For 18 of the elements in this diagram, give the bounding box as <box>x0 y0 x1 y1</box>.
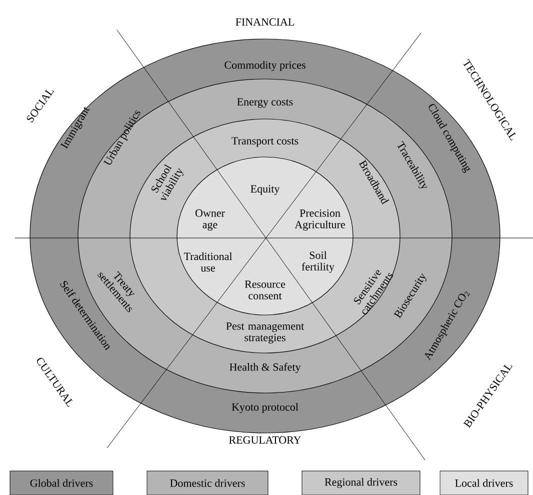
ring-label: Equity <box>250 185 280 195</box>
ring-label: Kyoto protocol <box>232 403 298 413</box>
ring-label: Soil fertility <box>302 251 334 273</box>
ring-label: Transport costs <box>232 137 298 147</box>
sector-label: REGULATORY <box>229 436 301 444</box>
ring-label: Commodity prices <box>224 61 306 71</box>
legend-item: Regional drivers <box>302 470 420 495</box>
legend-item: Global drivers <box>10 470 114 495</box>
ring-label: Traditional use <box>184 252 232 272</box>
ring-label: Energy costs <box>237 98 293 108</box>
sector-label: FINANCIAL <box>236 18 294 26</box>
ring-label: Precision Agriculture <box>294 209 345 231</box>
ring-label: Pest management strategies <box>226 322 304 344</box>
legend-item: Local drivers <box>440 470 528 495</box>
legend-item: Domestic drivers <box>146 470 268 495</box>
ring-label: Health & Safety <box>230 362 301 374</box>
ring-label: Owner age <box>196 209 225 231</box>
ring-label: Resource consent <box>244 280 286 300</box>
